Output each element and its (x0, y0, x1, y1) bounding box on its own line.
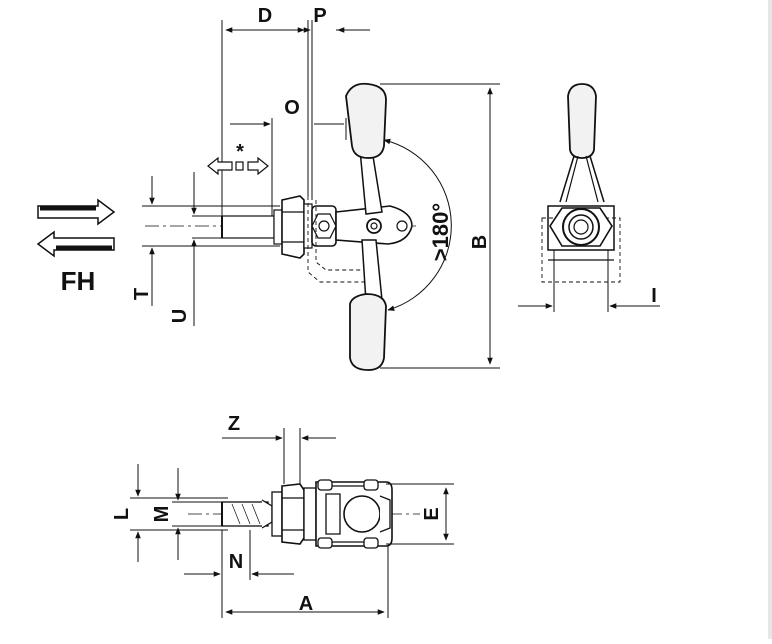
label-p: P (313, 5, 326, 27)
label-d: D (258, 5, 272, 27)
dimension-m (172, 468, 224, 560)
front-grip (567, 83, 597, 159)
label-i: I (651, 285, 657, 307)
label-u: U (169, 309, 191, 323)
label-t: T (131, 288, 153, 300)
dimension-d (221, 20, 309, 216)
label-b: B (469, 235, 491, 249)
front-view (541, 83, 621, 283)
upper-lever-arm (359, 149, 383, 215)
plan-pin (221, 501, 269, 527)
label-m: M (151, 506, 173, 523)
dimension-b (380, 83, 500, 369)
dimension-l (130, 464, 228, 562)
dimension-p (296, 20, 370, 200)
plan-nut (281, 483, 305, 545)
page-edge (768, 0, 772, 639)
lower-lever-arm (361, 239, 383, 303)
label-l: L (111, 508, 133, 520)
side-view (145, 82, 420, 371)
retracted-outline (307, 196, 372, 283)
label-fh: FH (61, 266, 96, 296)
stroke-indicator (207, 156, 269, 176)
label-star: * (236, 141, 244, 163)
angle-label: >180° (428, 203, 453, 261)
dimension-t (142, 176, 280, 306)
plunger-pin (221, 215, 275, 239)
dimension-u (191, 172, 226, 326)
label-n: N (229, 551, 243, 573)
rotation-arc (383, 138, 452, 311)
dimension-z (222, 428, 336, 484)
plan-view (188, 479, 420, 549)
label-a: A (299, 593, 313, 615)
dimension-e (386, 483, 454, 545)
hex-nut (281, 195, 305, 259)
dimension-n (184, 530, 294, 618)
dimension-o (230, 118, 347, 216)
label-o: O (284, 97, 300, 119)
label-e: E (421, 507, 443, 520)
dimension-a (225, 546, 389, 618)
upper-grip (345, 82, 387, 159)
threaded-body (273, 209, 283, 245)
dimension-i (518, 250, 660, 312)
lower-grip (349, 293, 387, 371)
fh-arrows-icon (36, 198, 116, 258)
label-z: Z (228, 413, 240, 435)
